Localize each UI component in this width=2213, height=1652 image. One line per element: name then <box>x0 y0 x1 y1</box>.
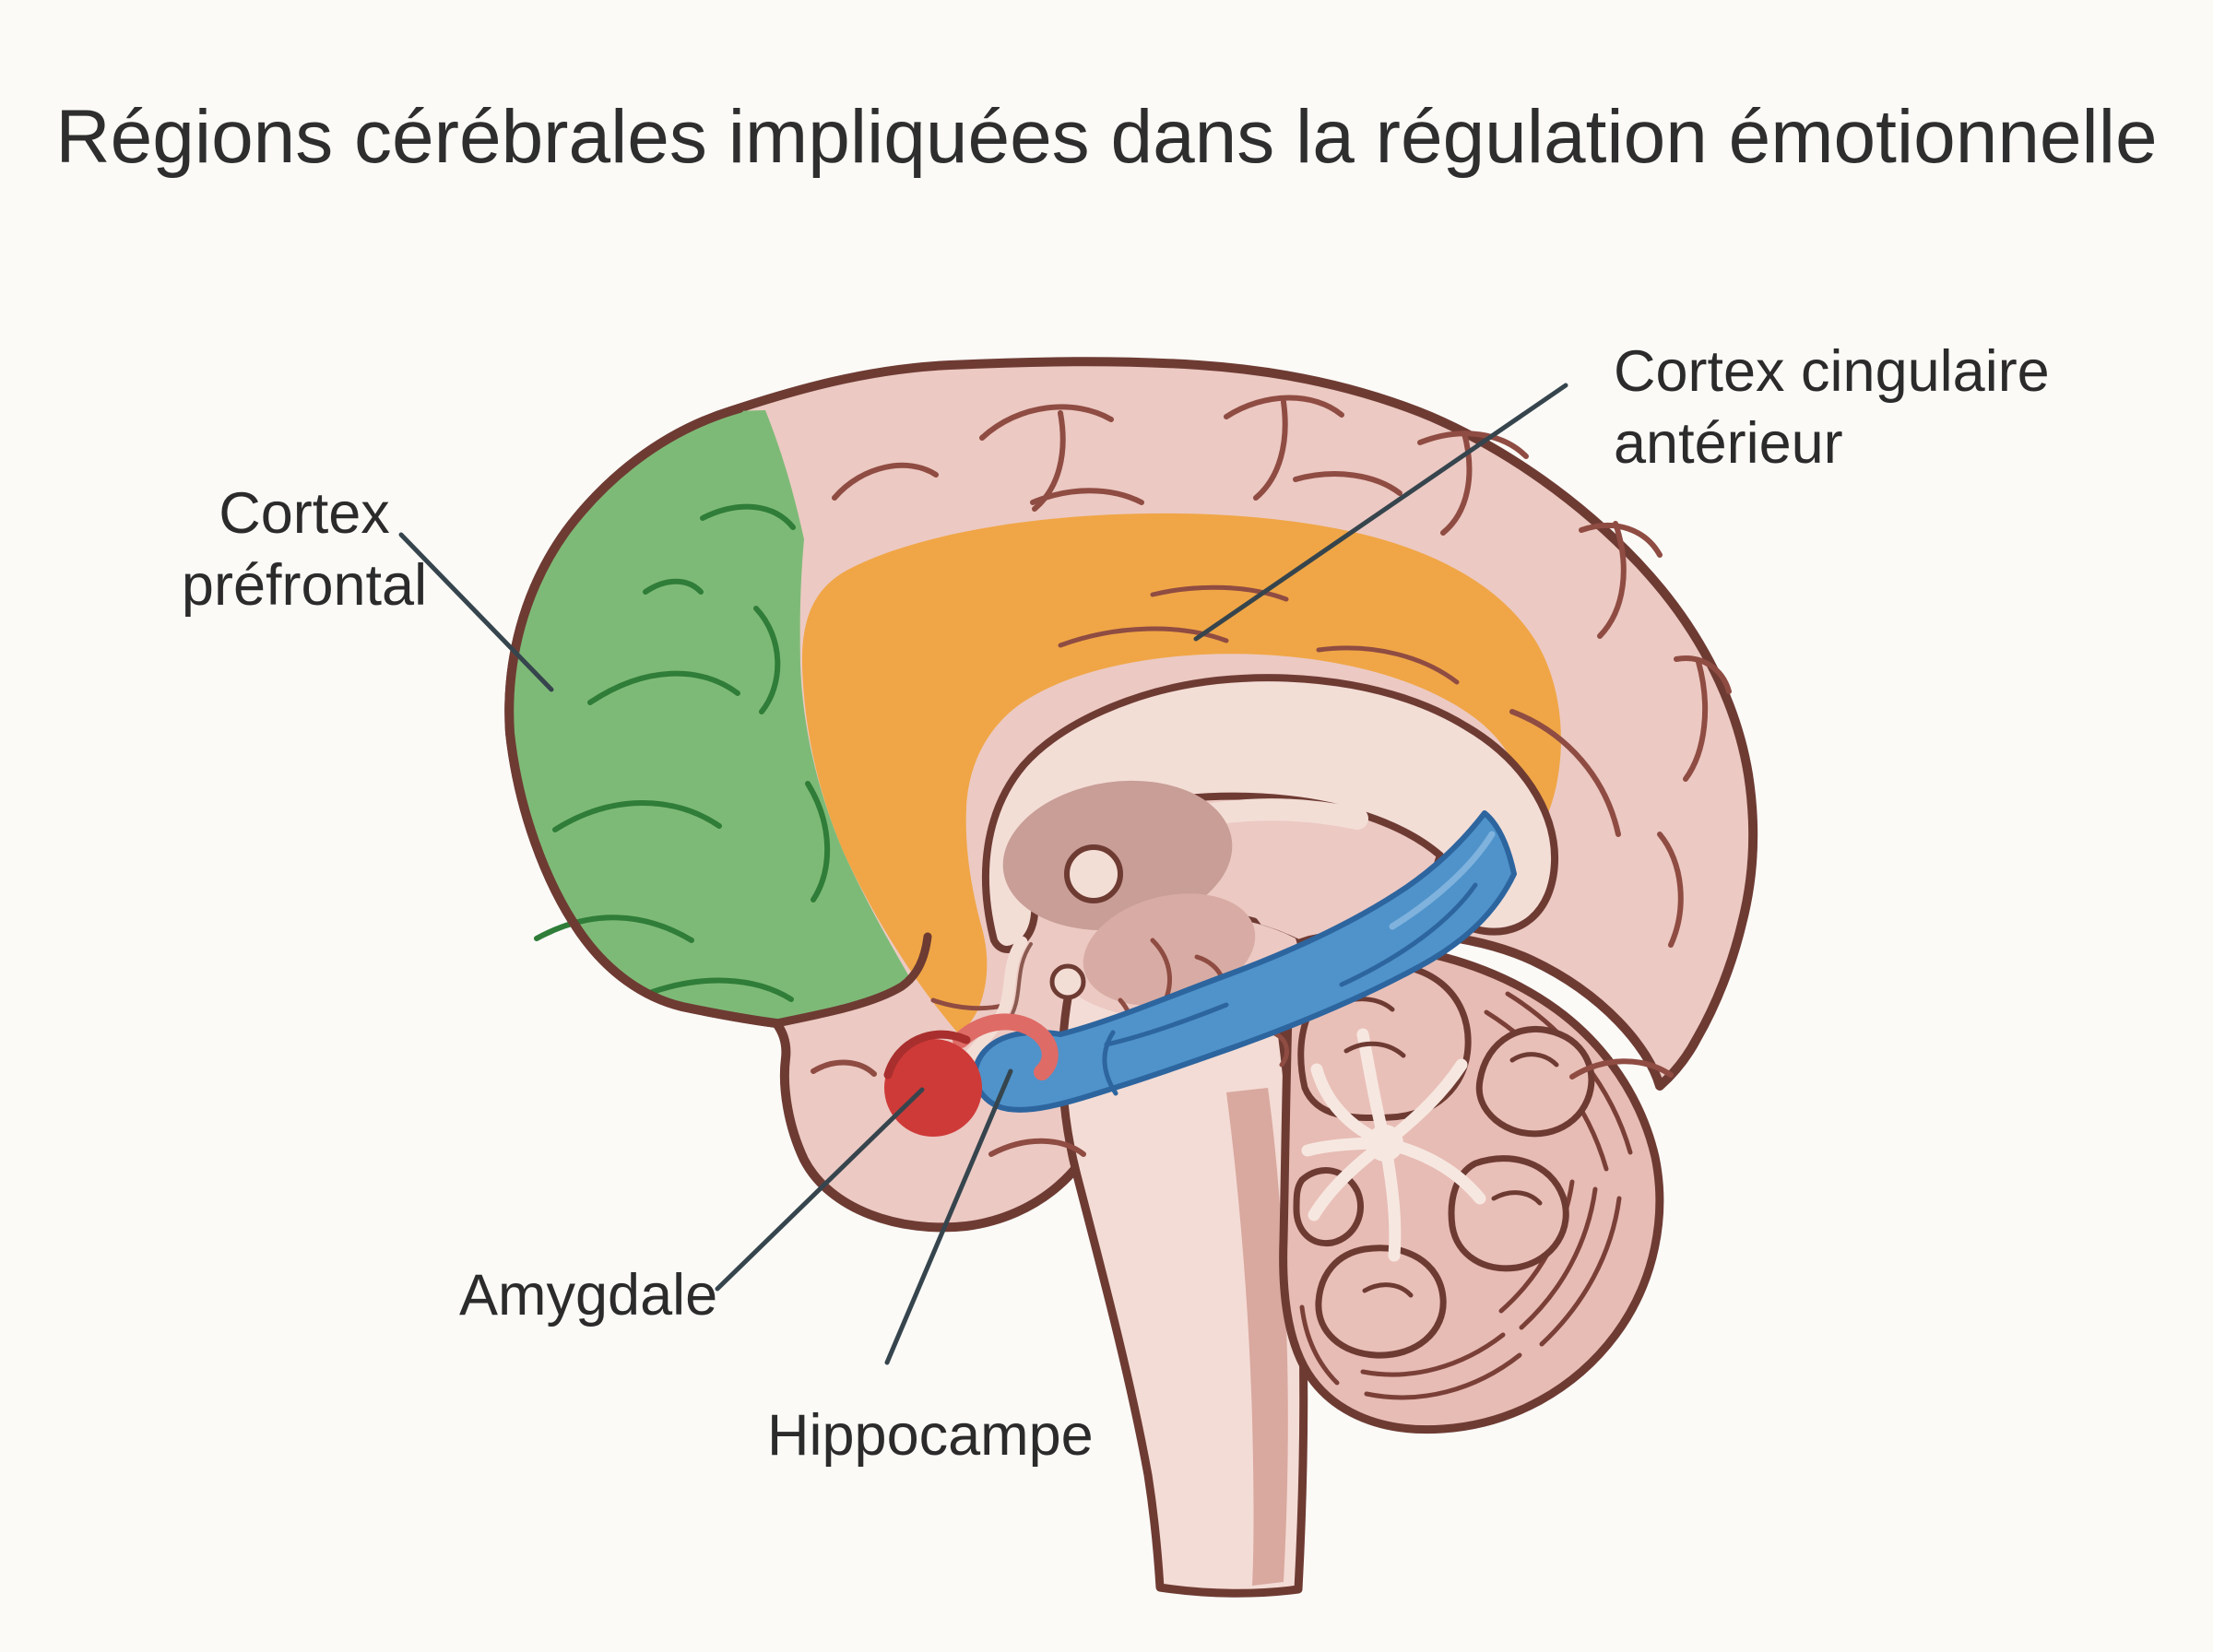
sylvian-fissure-line <box>772 932 932 1028</box>
diagram-title: Régions cérébrales impliquées dans la ré… <box>55 95 2158 179</box>
prefrontal-cortex-region <box>509 410 913 1023</box>
cerebellum-lobules <box>1293 962 1595 1359</box>
pointer-cingulate <box>1193 383 1568 642</box>
pointer-hippocampe <box>884 1068 1013 1365</box>
label-amygdale: Amygdale <box>459 1263 718 1328</box>
pointer-amygdale <box>715 1087 925 1292</box>
mammillary-body <box>1049 963 1086 1000</box>
hippocampus-detail-lines <box>1102 882 1478 1096</box>
label-hippocampe: Hippocampe <box>767 1403 1094 1468</box>
cingulate-cortex-region <box>801 513 1561 1034</box>
interthalamic-adhesion <box>1064 844 1123 903</box>
cortex-sulci <box>811 395 1732 1157</box>
thalamus <box>1002 780 1233 931</box>
subthalamus-shade <box>1083 893 1256 1006</box>
pointer-prefrontal <box>398 532 554 692</box>
prefrontal-sulci <box>534 503 830 1002</box>
amygdala-loop <box>953 1013 1059 1080</box>
amygdala-region <box>884 1039 982 1137</box>
medulla-stripe <box>1226 1088 1288 1586</box>
cerebellum-inner-squiggles <box>1334 997 1559 1298</box>
hippocampus-highlight <box>1389 831 1496 930</box>
arbor-vitae-hub <box>1367 1125 1403 1162</box>
pointer-lines <box>398 383 1568 1365</box>
label-cortex-prefrontal: Cortex préfrontal <box>181 481 428 619</box>
frontal-outline-overlay <box>504 404 781 1028</box>
amygdala-rim <box>883 1030 971 1080</box>
label-cortex-cingulaire-anterieur: Cortex cingulaire antérieur <box>1614 339 2050 477</box>
